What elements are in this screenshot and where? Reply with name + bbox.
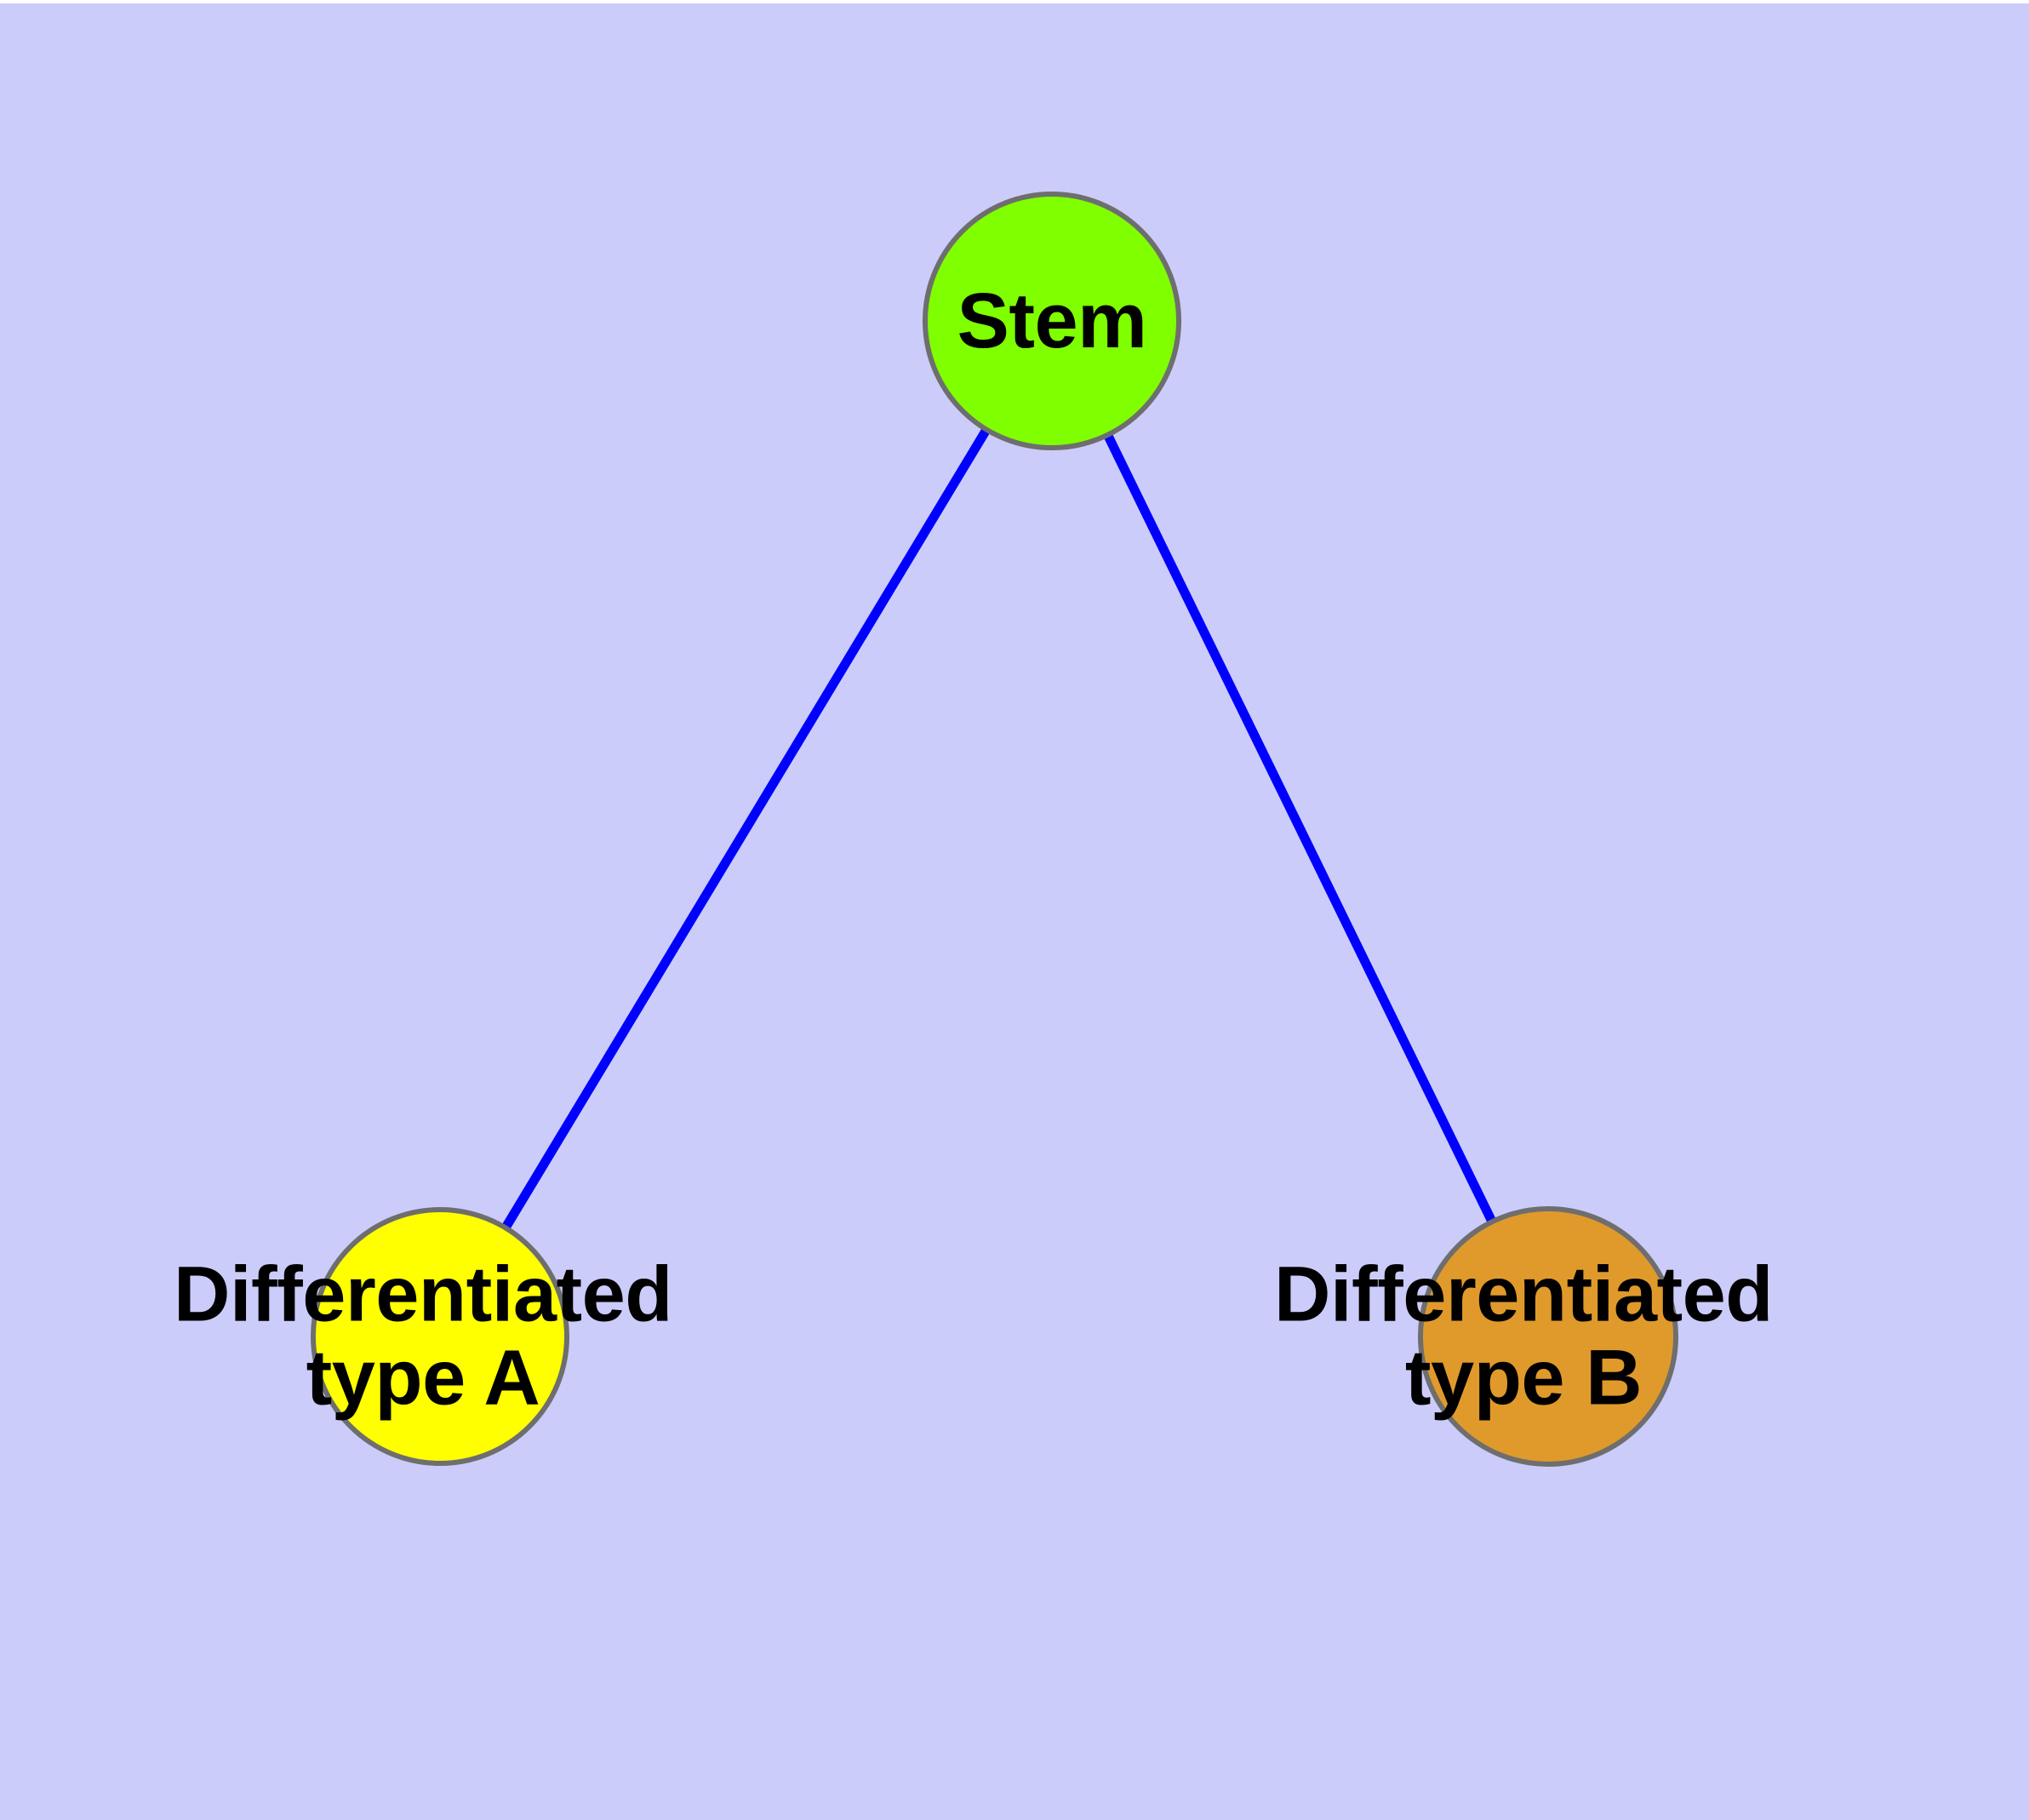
graph-edge-stem-to-diff-a[interactable] xyxy=(500,426,992,1232)
graph-node-diff_a[interactable] xyxy=(311,1207,569,1466)
nodes-layer xyxy=(311,192,1678,1467)
graph-node-stem[interactable] xyxy=(923,192,1181,450)
graph-node-diff_b[interactable] xyxy=(1418,1206,1678,1467)
graph-edge-stem-to-diff-b[interactable] xyxy=(1103,432,1497,1225)
edges-layer xyxy=(500,426,1497,1232)
graph-svg xyxy=(311,192,1678,1467)
